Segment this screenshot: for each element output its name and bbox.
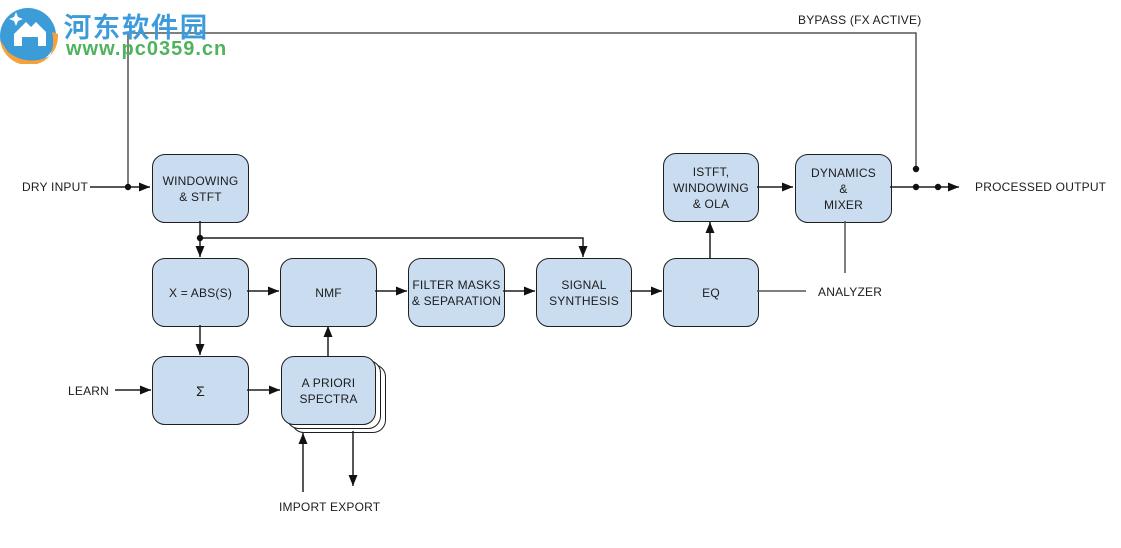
node-dynamics-mixer: DYNAMICS & MIXER	[795, 154, 892, 223]
node-windowing-stft: WINDOWING & STFT	[152, 154, 249, 223]
label-export: EXPORT	[330, 500, 381, 514]
label-learn: LEARN	[68, 384, 110, 398]
wire-stft-to-synthesis	[200, 237, 588, 257]
label-import: IMPORT	[279, 500, 327, 514]
node-eq: EQ	[663, 258, 759, 327]
junction-dot-bypass-end	[912, 165, 920, 173]
node-x-abs-s: X = ABS(S)	[152, 258, 249, 327]
junction-dot-output-switch-1	[912, 183, 920, 191]
node-istft-windowing-ola: ISTFT, WINDOWING & OLA	[663, 153, 759, 222]
watermark-logo-icon	[0, 8, 59, 64]
junction-dot-dry-input	[124, 183, 132, 191]
node-filter-masks-separation: FILTER MASKS & SEPARATION	[408, 258, 505, 327]
junction-dot-output-switch-2	[934, 183, 942, 191]
label-processed-output: PROCESSED OUTPUT	[975, 180, 1107, 194]
watermark-site-url: www.pc0359.cn	[66, 38, 228, 60]
node-a-priori-spectra: A PRIORI SPECTRA	[281, 356, 376, 425]
node-nmf: NMF	[280, 258, 377, 327]
label-bypass: BYPASS (FX ACTIVE)	[798, 13, 922, 27]
label-dry-input: DRY INPUT	[22, 180, 89, 194]
node-sigma: Σ	[152, 356, 249, 425]
junction-dot-stft-branch	[196, 234, 204, 242]
label-analyzer: ANALYZER	[818, 285, 883, 299]
node-signal-synthesis: SIGNAL SYNTHESIS	[536, 258, 632, 327]
